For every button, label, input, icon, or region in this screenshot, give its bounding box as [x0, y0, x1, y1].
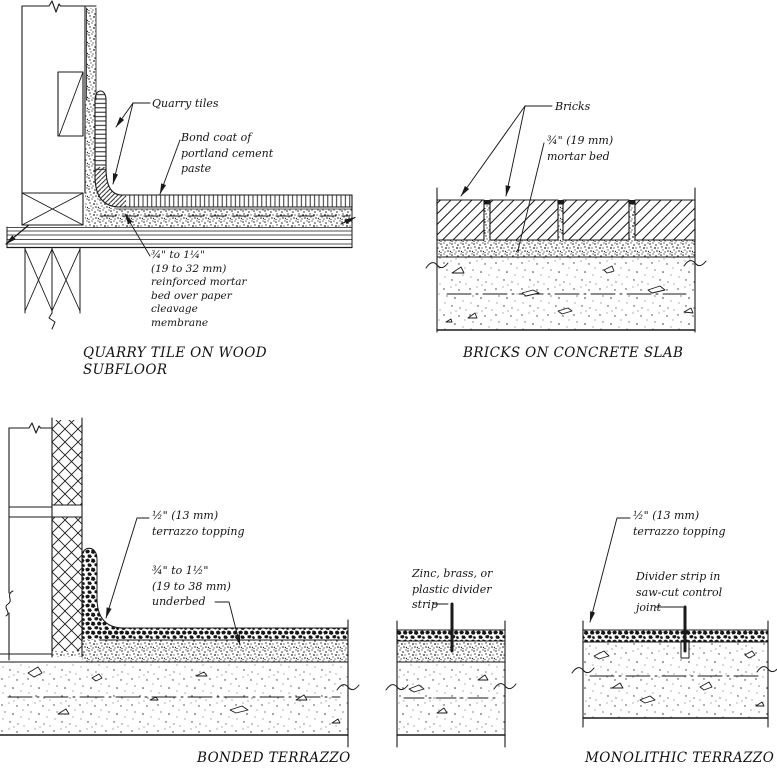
bricks-detail-leaders	[460, 105, 553, 252]
aggregate	[408, 674, 489, 714]
rim-blocking	[21, 192, 84, 226]
bricks-row	[436, 199, 696, 241]
monolithic-terrazzo-detail	[571, 517, 777, 728]
bricks-label: Bricks	[555, 100, 591, 113]
saw-cut-divider-strip	[654, 605, 690, 659]
concrete-slab	[571, 642, 777, 719]
quarry-tiles-label: Quarry tiles	[152, 97, 219, 110]
floor-joists-bridging	[24, 247, 81, 330]
wall-line-break	[5, 590, 14, 617]
terrazzo-topping	[99, 627, 349, 641]
wall-top-break	[8, 422, 53, 434]
concrete-slab	[385, 662, 517, 736]
slab-break-mark	[336, 684, 360, 691]
wall-mortar-backing	[85, 8, 118, 209]
terrazzo-cove-base	[81, 547, 125, 640]
bricks-on-concrete-slab-detail	[425, 105, 707, 333]
ledger-lines	[8, 506, 53, 518]
topping-leader	[589, 517, 631, 623]
subfloor-and-membrane	[5, 194, 356, 249]
slab-break-marks	[571, 666, 777, 674]
quarry-tile-caption: QUARRY TILE ON WOOD SUBFLOOR	[83, 345, 267, 378]
divider-strip-label: Zinc, brass, or plastic divider strip	[412, 567, 493, 611]
bonded-terrazzo-caption: BONDED TERRAZZO	[197, 750, 351, 766]
wall-studs	[21, 0, 97, 194]
slab-break-marks	[385, 683, 517, 691]
concrete-slab	[425, 257, 707, 331]
wood-blocking	[57, 71, 84, 137]
mortar-bed-leader	[517, 142, 545, 251]
mortar-bed-label: ¾" to 1¼" (19 to 32 mm) reinforced morta…	[151, 249, 247, 329]
slab-break-marks	[425, 260, 707, 269]
aggregate	[27, 666, 341, 724]
monolithic-terrazzo-caption: MONOLITHIC TERRAZZO	[585, 750, 775, 766]
divider-strip	[432, 602, 454, 653]
bricks-mortar-bed-label: ¾" (19 mm) mortar bed	[547, 134, 614, 163]
quarry-detail-leaders	[112, 102, 181, 257]
aggregate	[593, 650, 765, 707]
mortar-bed	[436, 240, 696, 258]
bonded-terrazzo-detail	[0, 417, 360, 748]
saw-cut-divider-label: Divider strip in saw-cut control joint	[636, 570, 723, 614]
concrete-slab	[0, 619, 360, 748]
masonry-wall	[5, 417, 83, 661]
bonded-underbed-label: ¾" to 1½" (19 to 38 mm) underbed	[152, 564, 231, 608]
bonded-topping-label: ½" (13 mm) terrazzo topping	[152, 509, 245, 538]
terrazzo-topping	[582, 629, 769, 643]
bond-coat-leader	[159, 139, 181, 195]
left-cut-arrow	[5, 223, 31, 245]
bond-coat-label: Bond coat of portland cement paste	[181, 131, 274, 175]
topping-leader	[105, 517, 150, 619]
divider-strip-section	[385, 602, 517, 748]
aggregate	[445, 265, 694, 323]
right-break-arrow	[340, 216, 356, 225]
mortar-bed-leader	[124, 213, 151, 257]
bonded-terrazzo-leaders	[105, 517, 241, 646]
monolithic-topping-label: ½" (13 mm) terrazzo topping	[633, 509, 726, 538]
underbed-leader	[214, 601, 241, 646]
brick-mortar-joints	[483, 200, 636, 242]
monolithic-leaders	[589, 517, 631, 623]
bricks-caption: BRICKS ON CONCRETE SLAB	[463, 345, 684, 361]
mortar-bed	[85, 208, 353, 228]
